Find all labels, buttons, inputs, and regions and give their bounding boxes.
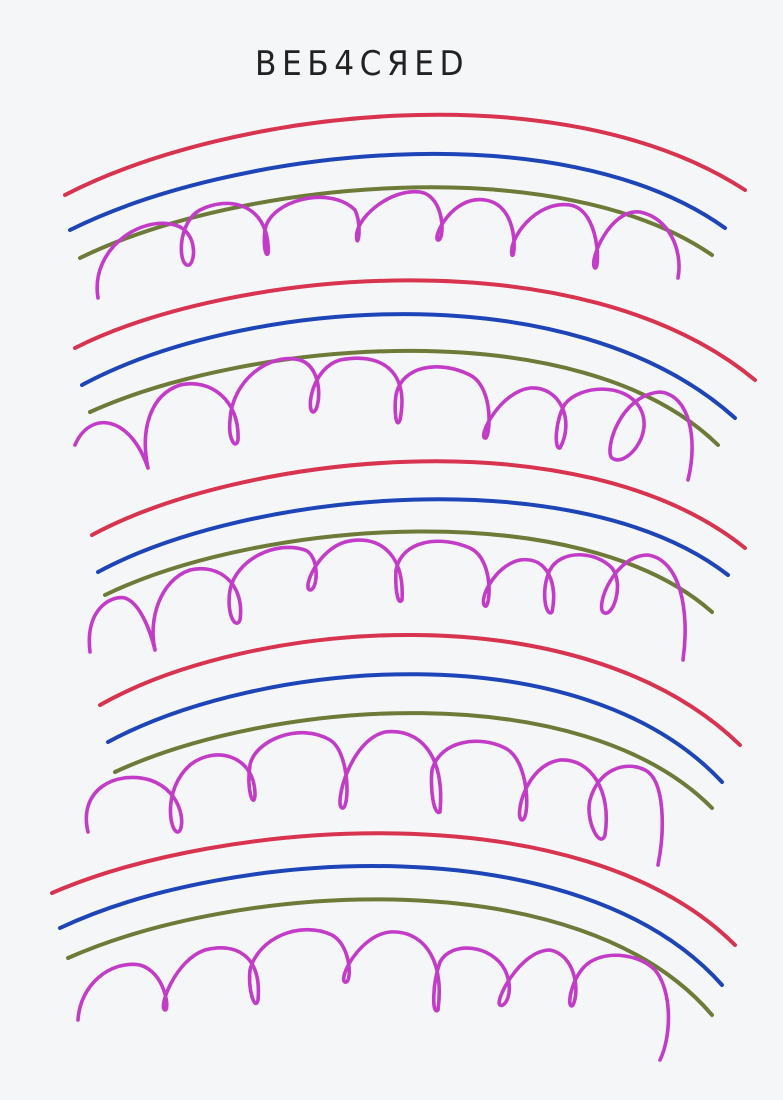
line-group-3 — [87, 459, 747, 662]
blue-arc — [58, 864, 724, 987]
olive-arc — [66, 897, 714, 1017]
line-group-5 — [50, 831, 737, 1062]
olive-arc — [78, 185, 714, 260]
line-group-4 — [84, 632, 742, 867]
blue-arc — [106, 672, 724, 784]
loop-row-4 — [84, 729, 665, 867]
olive-arc — [113, 711, 714, 810]
olive-arc — [88, 348, 720, 447]
blue-arc — [68, 151, 727, 232]
olive-arc — [103, 529, 714, 614]
loop-row-1 — [95, 189, 681, 300]
loop-row-3 — [87, 538, 687, 662]
red-arc — [90, 459, 747, 550]
loop-row-5 — [76, 927, 671, 1062]
line-group-1 — [63, 112, 747, 300]
red-arc — [73, 278, 757, 382]
handwritten-title: ВЕБ4СЯЕD — [255, 44, 470, 84]
blue-arc — [96, 497, 730, 577]
line-group-2 — [73, 278, 757, 482]
red-arc — [98, 632, 742, 747]
blue-arc — [80, 312, 737, 420]
red-arc — [50, 831, 737, 947]
red-arc — [63, 112, 747, 197]
loop-row-2 — [73, 356, 694, 482]
